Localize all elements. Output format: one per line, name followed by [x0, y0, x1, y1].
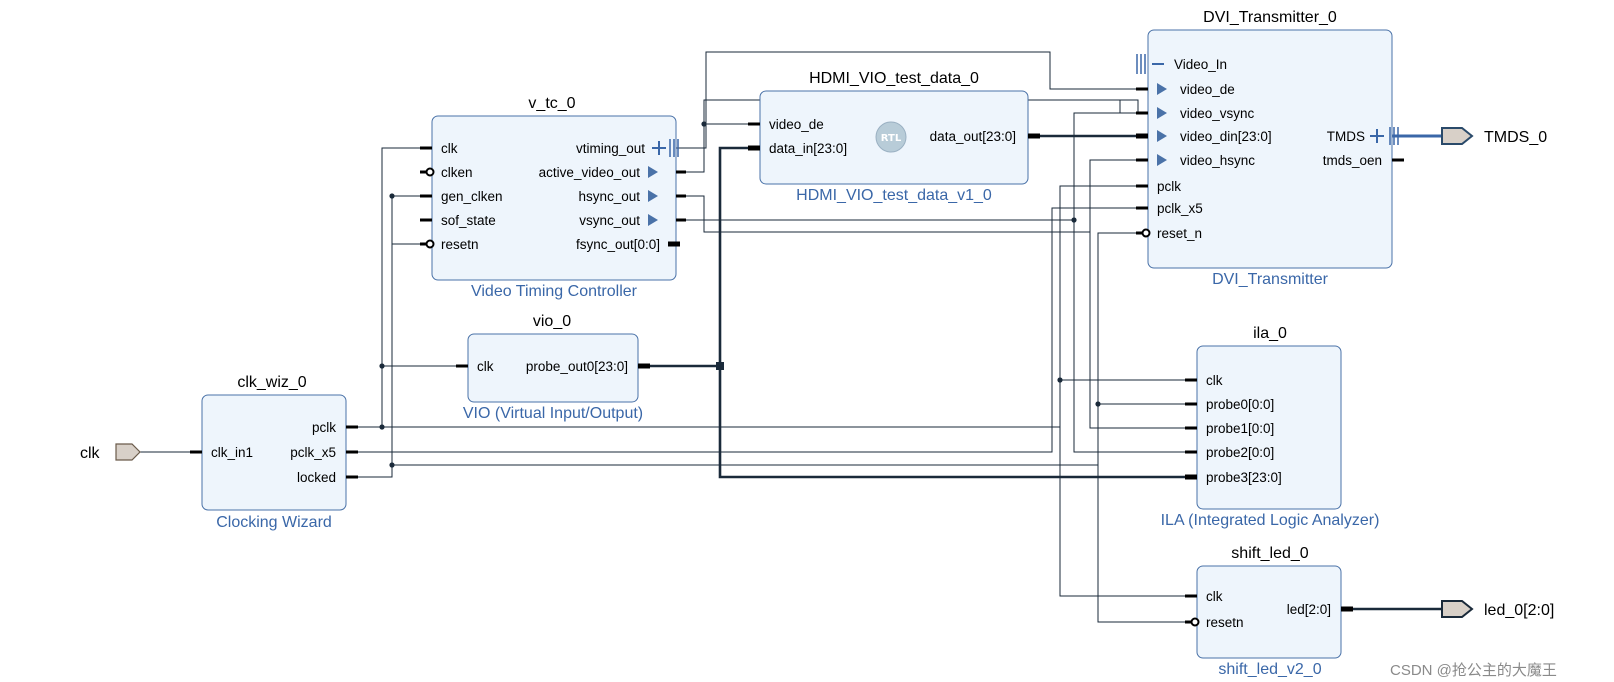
port-probe2: probe2[0:0] — [1206, 445, 1274, 460]
port-tmds: TMDS — [1327, 129, 1365, 144]
wire-vsync[interactable] — [676, 112, 1185, 453]
port-hdmi-video-de: video_de — [769, 117, 824, 132]
port-vtc-clken: clken — [441, 165, 473, 180]
interface-bar-icon — [1136, 54, 1146, 74]
port-probe3: probe3[23:0] — [1206, 470, 1282, 485]
port-tmds-oen: tmds_oen — [1323, 153, 1382, 168]
hdmi-instance: HDMI_VIO_test_data_0 — [809, 70, 979, 87]
port-hsync-out: hsync_out — [578, 189, 640, 204]
expand-arrow-icon[interactable] — [1157, 130, 1167, 142]
input-port-icon — [115, 443, 141, 461]
plus-icon[interactable] — [1370, 129, 1384, 143]
port-vtc-resetn: resetn — [441, 237, 479, 252]
dvi-type: DVI_Transmitter — [1212, 271, 1329, 288]
ext-tmds-label: TMDS_0 — [1484, 129, 1547, 146]
wires — [136, 51, 1442, 623]
port-video-din: video_din[23:0] — [1180, 129, 1272, 144]
port-fsync-out: fsync_out[0:0] — [576, 237, 660, 252]
vtc-instance: v_tc_0 — [528, 95, 575, 112]
port-active-video-out: active_video_out — [539, 165, 641, 180]
port-dvi-pclk: pclk — [1157, 179, 1181, 194]
vtc-type: Video Timing Controller — [471, 283, 638, 300]
port-vsync-out: vsync_out — [579, 213, 640, 228]
port-pclk-x5: pclk_x5 — [290, 445, 336, 460]
port-video-hsync: video_hsync — [1180, 153, 1255, 168]
ext-clk-label: clk — [80, 445, 101, 462]
vio-instance: vio_0 — [533, 313, 571, 330]
port-vio-clk: clk — [477, 359, 494, 374]
shift-instance: shift_led_0 — [1231, 545, 1308, 562]
plus-icon[interactable] — [652, 141, 666, 155]
wire-hsync[interactable] — [676, 159, 1185, 429]
block-dvi-transmitter[interactable]: DVI_Transmitter_0 Video_In video_de vide… — [1136, 9, 1404, 288]
expand-arrow-icon[interactable] — [1157, 83, 1167, 95]
ila-instance: ila_0 — [1253, 325, 1287, 342]
rtl-badge-label: RTL — [881, 133, 902, 144]
port-dvi-pclk-x5: pclk_x5 — [1157, 201, 1203, 216]
output-port-icon — [1441, 600, 1474, 618]
port-vtc-gen-clken: gen_clken — [441, 189, 503, 204]
port-dvi-video-de: video_de — [1180, 82, 1235, 97]
expand-arrow-icon[interactable] — [648, 190, 658, 202]
port-vtiming-out: vtiming_out — [576, 141, 645, 156]
ext-led-label: led_0[2:0] — [1484, 602, 1554, 619]
block-hdmi-test-data[interactable]: HDMI_VIO_test_data_0 video_de data_in[23… — [748, 70, 1040, 204]
port-shift-clk: clk — [1206, 589, 1223, 604]
hdmi-type: HDMI_VIO_test_data_v1_0 — [796, 187, 992, 204]
interface-bar-icon — [669, 139, 679, 157]
port-hdmi-data-in: data_in[23:0] — [769, 141, 847, 156]
port-led: led[2:0] — [1287, 602, 1331, 617]
block-vtc[interactable]: v_tc_0 clk clken gen_clken sof_state res… — [420, 95, 686, 300]
ext-port-tmds[interactable]: TMDS_0 — [1441, 127, 1547, 146]
wire-pclk-x5[interactable] — [344, 207, 1138, 453]
wire-vtiming[interactable] — [676, 51, 1138, 149]
port-locked: locked — [297, 470, 336, 485]
port-probe0: probe0[0:0] — [1206, 397, 1274, 412]
port-probe-out0: probe_out0[23:0] — [526, 359, 628, 374]
ila-type: ILA (Integrated Logic Analyzer) — [1161, 512, 1380, 529]
port-pclk: pclk — [312, 420, 336, 435]
port-shift-resetn: resetn — [1206, 615, 1244, 630]
vio-type: VIO (Virtual Input/Output) — [463, 405, 643, 422]
block-clk-wiz[interactable]: clk_wiz_0 clk_in1 pclk pclk_x5 locked Cl… — [190, 374, 358, 531]
port-probe1: probe1[0:0] — [1206, 421, 1274, 436]
port-reset-n: reset_n — [1157, 226, 1202, 241]
port-vtc-clk: clk — [441, 141, 458, 156]
expand-arrow-icon[interactable] — [1157, 107, 1167, 119]
clk-wiz-instance: clk_wiz_0 — [237, 374, 306, 391]
expand-arrow-icon[interactable] — [1157, 154, 1167, 166]
ext-port-led[interactable]: led_0[2:0] — [1441, 600, 1554, 619]
wire-locked[interactable] — [344, 195, 1185, 623]
port-hdmi-data-out: data_out[23:0] — [930, 129, 1016, 144]
bus-probe-out0[interactable] — [636, 146, 1185, 479]
ext-port-clk[interactable]: clk — [80, 443, 141, 462]
block-shift-led[interactable]: shift_led_0 clk resetn led[2:0] shift_le… — [1185, 545, 1353, 678]
block-vio[interactable]: vio_0 clk probe_out0[23:0] VIO (Virtual … — [456, 313, 650, 422]
watermark: CSDN @抢公主的大魔王 — [1390, 661, 1557, 679]
expand-arrow-icon[interactable] — [648, 214, 658, 226]
clk-wiz-type: Clocking Wizard — [216, 514, 332, 531]
shift-type: shift_led_v2_0 — [1218, 661, 1321, 678]
dvi-instance: DVI_Transmitter_0 — [1203, 9, 1337, 26]
interface-bar-icon — [1389, 127, 1399, 145]
block-ila[interactable]: ila_0 clk probe0[0:0] probe1[0:0] probe2… — [1161, 325, 1380, 529]
port-ila-clk: clk — [1206, 373, 1223, 388]
expand-arrow-icon[interactable] — [648, 166, 658, 178]
port-clk-in1: clk_in1 — [211, 445, 253, 460]
port-video-in: Video_In — [1174, 57, 1227, 72]
port-vtc-sof-state: sof_state — [441, 213, 496, 228]
port-video-vsync: video_vsync — [1180, 106, 1255, 121]
rtl-badge-icon: RTL — [875, 121, 907, 153]
output-port-icon — [1441, 127, 1474, 145]
